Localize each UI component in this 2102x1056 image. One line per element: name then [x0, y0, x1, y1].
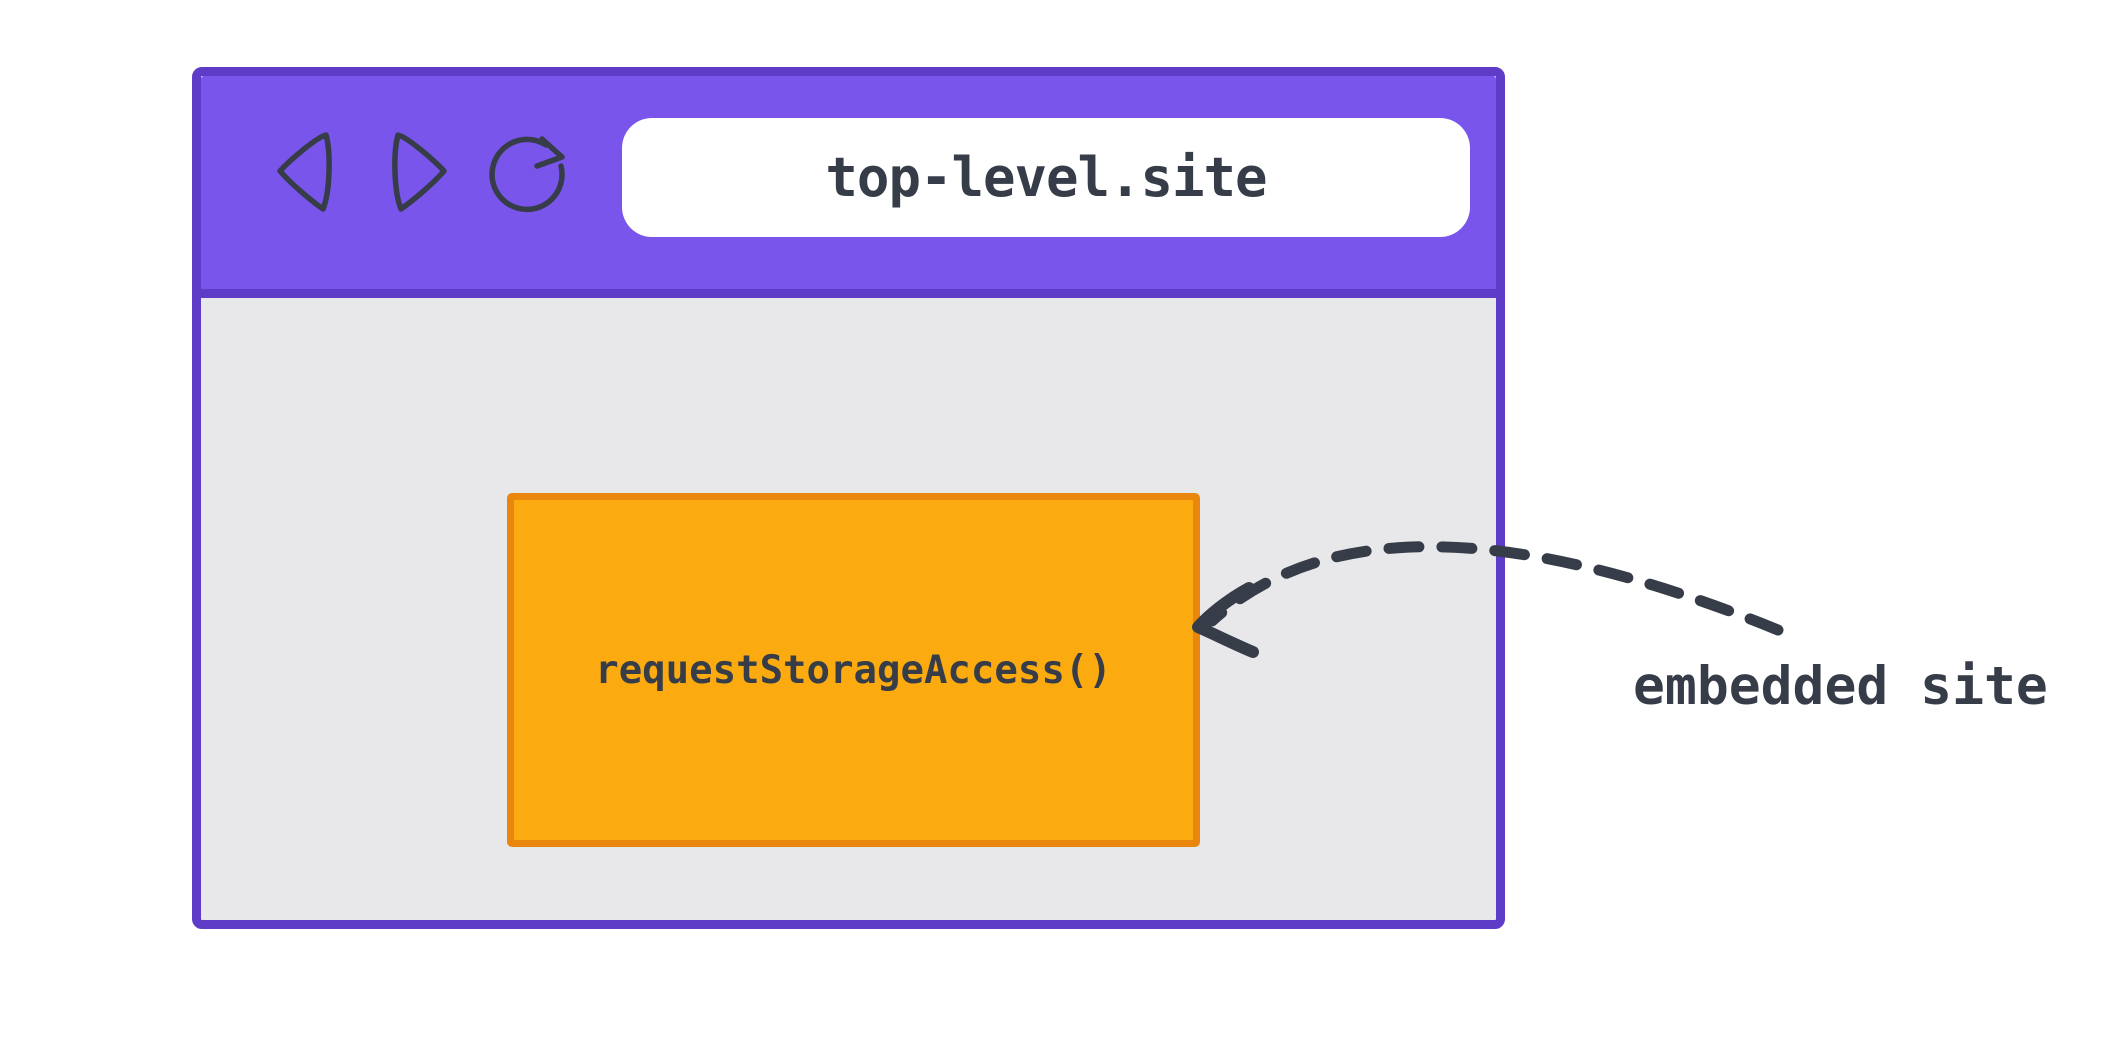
back-icon [277, 132, 332, 212]
address-bar-url: top-level.site [825, 146, 1267, 209]
reload-icon [489, 136, 565, 213]
embedded-site-label: embedded site [1633, 656, 2048, 717]
address-bar: top-level.site [622, 118, 1470, 237]
forward-icon [392, 132, 447, 212]
browser-content-area: requestStorageAccess() [201, 298, 1496, 920]
embedded-iframe-box: requestStorageAccess() [507, 493, 1200, 847]
iframe-api-label: requestStorageAccess() [595, 647, 1112, 693]
browser-toolbar: top-level.site [201, 76, 1496, 298]
browser-window: top-level.site requestStorageAccess() [192, 67, 1505, 929]
